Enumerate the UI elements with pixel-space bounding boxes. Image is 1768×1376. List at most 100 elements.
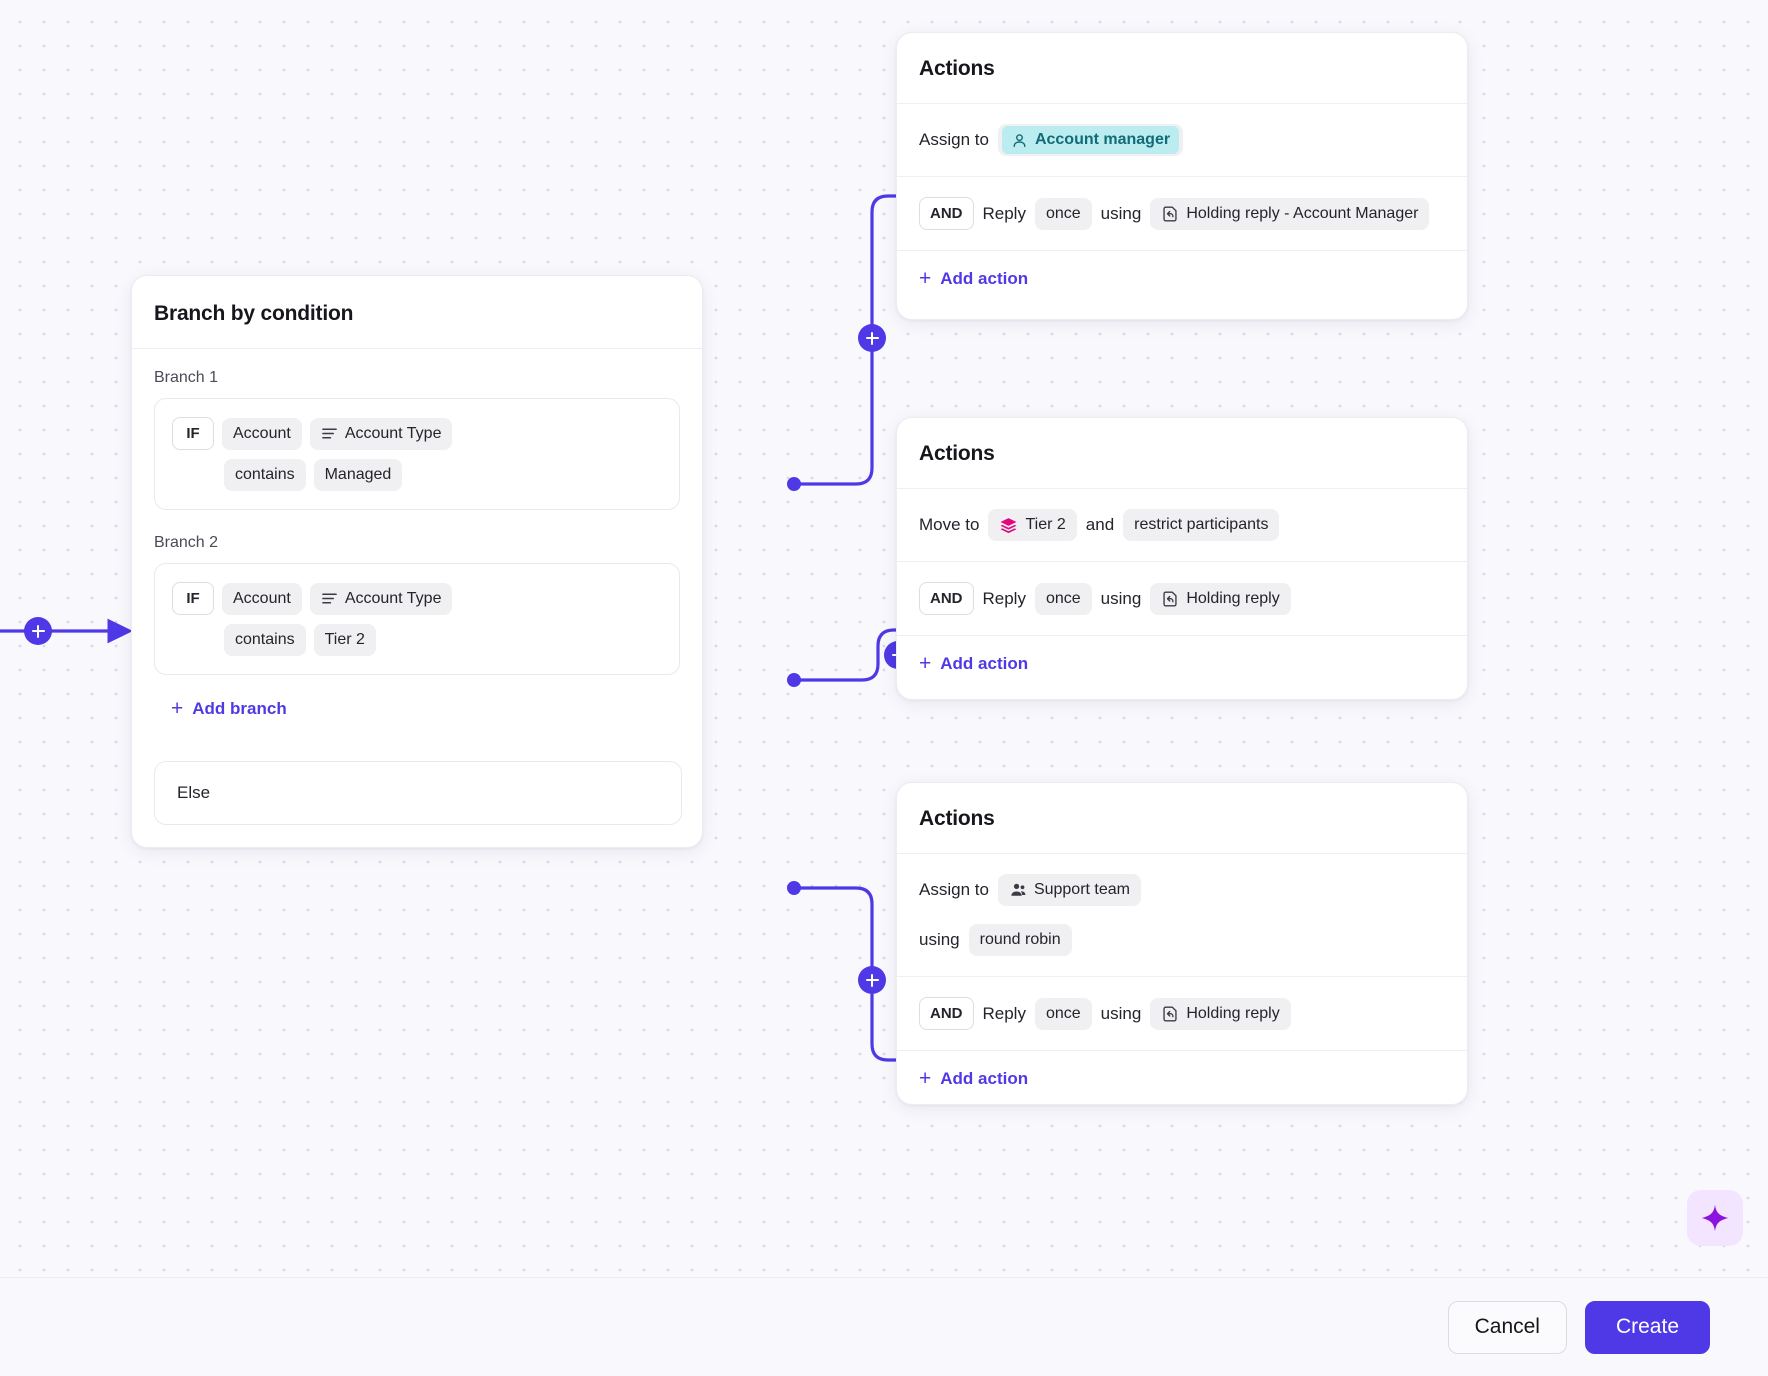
and-badge[interactable]: AND: [919, 582, 974, 615]
and-badge[interactable]: AND: [919, 997, 974, 1030]
branch-label-1: Branch 1: [154, 369, 219, 386]
reply-template-icon: [1161, 1005, 1179, 1023]
action-chip-label: Holding reply - Account Manager: [1186, 204, 1419, 222]
add-action-label: Add action: [940, 269, 1029, 288]
action-chip[interactable]: round robin: [968, 924, 1072, 956]
actions-card-title: Actions: [919, 57, 995, 80]
action-chip-label: Holding reply: [1186, 1004, 1280, 1022]
add-branch-button[interactable]: + Add branch: [171, 696, 287, 720]
plus-icon: +: [919, 651, 932, 675]
action-text: Assign to: [919, 130, 989, 149]
action-row[interactable]: Assign to Support team using round robin: [897, 854, 1467, 977]
condition-value-chip[interactable]: Tier 2: [313, 624, 376, 656]
actions-card-header: Actions: [897, 418, 1467, 489]
action-chip[interactable]: Account manager: [997, 124, 1184, 156]
action-row[interactable]: Assign to Account manager: [897, 104, 1467, 177]
if-badge[interactable]: IF: [172, 582, 214, 615]
actions-card-header: Actions: [897, 33, 1467, 104]
action-chip[interactable]: once: [1034, 997, 1092, 1030]
add-step-node-entry[interactable]: [24, 617, 52, 645]
action-row[interactable]: AND Reply once using Holding reply - Account…: [897, 177, 1467, 251]
workflow-canvas[interactable]: Branch by condition Branch 1 IF Account: [0, 0, 1768, 1277]
action-chip-label: once: [1045, 589, 1081, 607]
add-action-button[interactable]: + Add action: [919, 651, 1029, 675]
action-chip[interactable]: Support team: [997, 874, 1141, 906]
action-row[interactable]: AND Reply once using Holding reply: [897, 562, 1467, 636]
action-chip[interactable]: restrict participants: [1123, 509, 1280, 541]
action-chip-label: once: [1045, 1004, 1081, 1022]
action-chip[interactable]: Holding reply - Account Manager: [1150, 197, 1430, 230]
action-chip[interactable]: Tier 2: [988, 509, 1077, 541]
text-lines-icon: [321, 425, 338, 442]
actions-card-footer: + Add action: [897, 636, 1467, 693]
plus-icon: +: [919, 1066, 932, 1090]
condition-row-secondary: contains Managed: [172, 459, 662, 491]
branch-label-2: Branch 2: [154, 534, 219, 551]
action-text: Move to: [919, 515, 980, 534]
reply-template-icon: [1161, 205, 1179, 223]
action-text: using: [919, 930, 960, 949]
condition-row-primary: IF Account Account Type: [172, 417, 662, 450]
add-step-node-else[interactable]: [858, 966, 886, 994]
action-text: Reply: [982, 588, 1026, 608]
assignee-token: Account manager: [1001, 126, 1180, 154]
action-chip-label: restrict participants: [1134, 516, 1269, 533]
condition-field-chip[interactable]: Account Type: [309, 417, 453, 450]
plus-icon: +: [919, 266, 932, 290]
users-icon: [1009, 881, 1027, 899]
branch-by-condition-card[interactable]: Branch by condition Branch 1 IF Account: [131, 275, 703, 848]
branch-card-title: Branch by condition: [154, 302, 354, 325]
add-step-node-branch1[interactable]: [858, 324, 886, 352]
cancel-button[interactable]: Cancel: [1447, 1300, 1567, 1354]
if-badge[interactable]: IF: [172, 417, 214, 450]
and-badge[interactable]: AND: [919, 197, 974, 230]
action-chip[interactable]: once: [1034, 197, 1092, 230]
branch-condition-1[interactable]: IF Account Account Type contain: [154, 398, 680, 510]
action-chip-label: Holding reply: [1186, 589, 1280, 607]
action-text: Reply: [982, 1003, 1026, 1023]
condition-subject-chip[interactable]: Account: [222, 582, 302, 615]
create-button[interactable]: Create: [1584, 1300, 1710, 1354]
action-chip-label: Support team: [1033, 881, 1130, 898]
condition-comparator-chip[interactable]: contains: [224, 459, 306, 491]
condition-field-chip[interactable]: Account Type: [309, 582, 453, 615]
action-chip[interactable]: once: [1034, 582, 1092, 615]
ai-assistant-button[interactable]: [1687, 1190, 1743, 1246]
dialog-footer: Cancel Create: [0, 1277, 1768, 1376]
add-action-label: Add action: [940, 654, 1029, 673]
actions-card-header: Actions: [897, 783, 1467, 854]
condition-field-label: Account Type: [344, 589, 442, 607]
action-text: using: [1100, 203, 1142, 223]
action-text: Assign to: [919, 880, 989, 899]
condition-comparator-chip[interactable]: contains: [224, 624, 306, 656]
text-lines-icon: [321, 590, 338, 607]
condition-field-label: Account Type: [344, 424, 442, 442]
else-branch-box[interactable]: Else: [154, 761, 682, 825]
add-action-label: Add action: [940, 1069, 1029, 1088]
branch-card-body: Branch 1 IF Account Account Type: [132, 349, 702, 720]
action-chip-label: Tier 2: [1025, 516, 1066, 533]
sparkle-icon: [1700, 1203, 1730, 1233]
branch-card-header: Branch by condition: [132, 276, 702, 349]
condition-value-chip[interactable]: Managed: [313, 459, 403, 491]
plus-icon: +: [171, 696, 184, 720]
actions-card-title: Actions: [919, 807, 995, 830]
action-text: Reply: [982, 203, 1026, 223]
add-action-button[interactable]: + Add action: [919, 266, 1029, 290]
else-label: Else: [177, 783, 211, 802]
user-icon: [1011, 132, 1028, 149]
action-chip[interactable]: Holding reply: [1150, 997, 1291, 1030]
action-chip[interactable]: Holding reply: [1150, 582, 1291, 615]
add-action-button[interactable]: + Add action: [919, 1066, 1029, 1090]
action-text: using: [1100, 588, 1142, 608]
actions-card-footer: + Add action: [897, 1051, 1467, 1108]
condition-row-secondary: contains Tier 2: [172, 624, 662, 656]
branch-condition-2[interactable]: IF Account Account Type contain: [154, 563, 680, 675]
condition-subject-chip[interactable]: Account: [222, 417, 302, 450]
actions-card-footer: + Add action: [897, 251, 1467, 308]
